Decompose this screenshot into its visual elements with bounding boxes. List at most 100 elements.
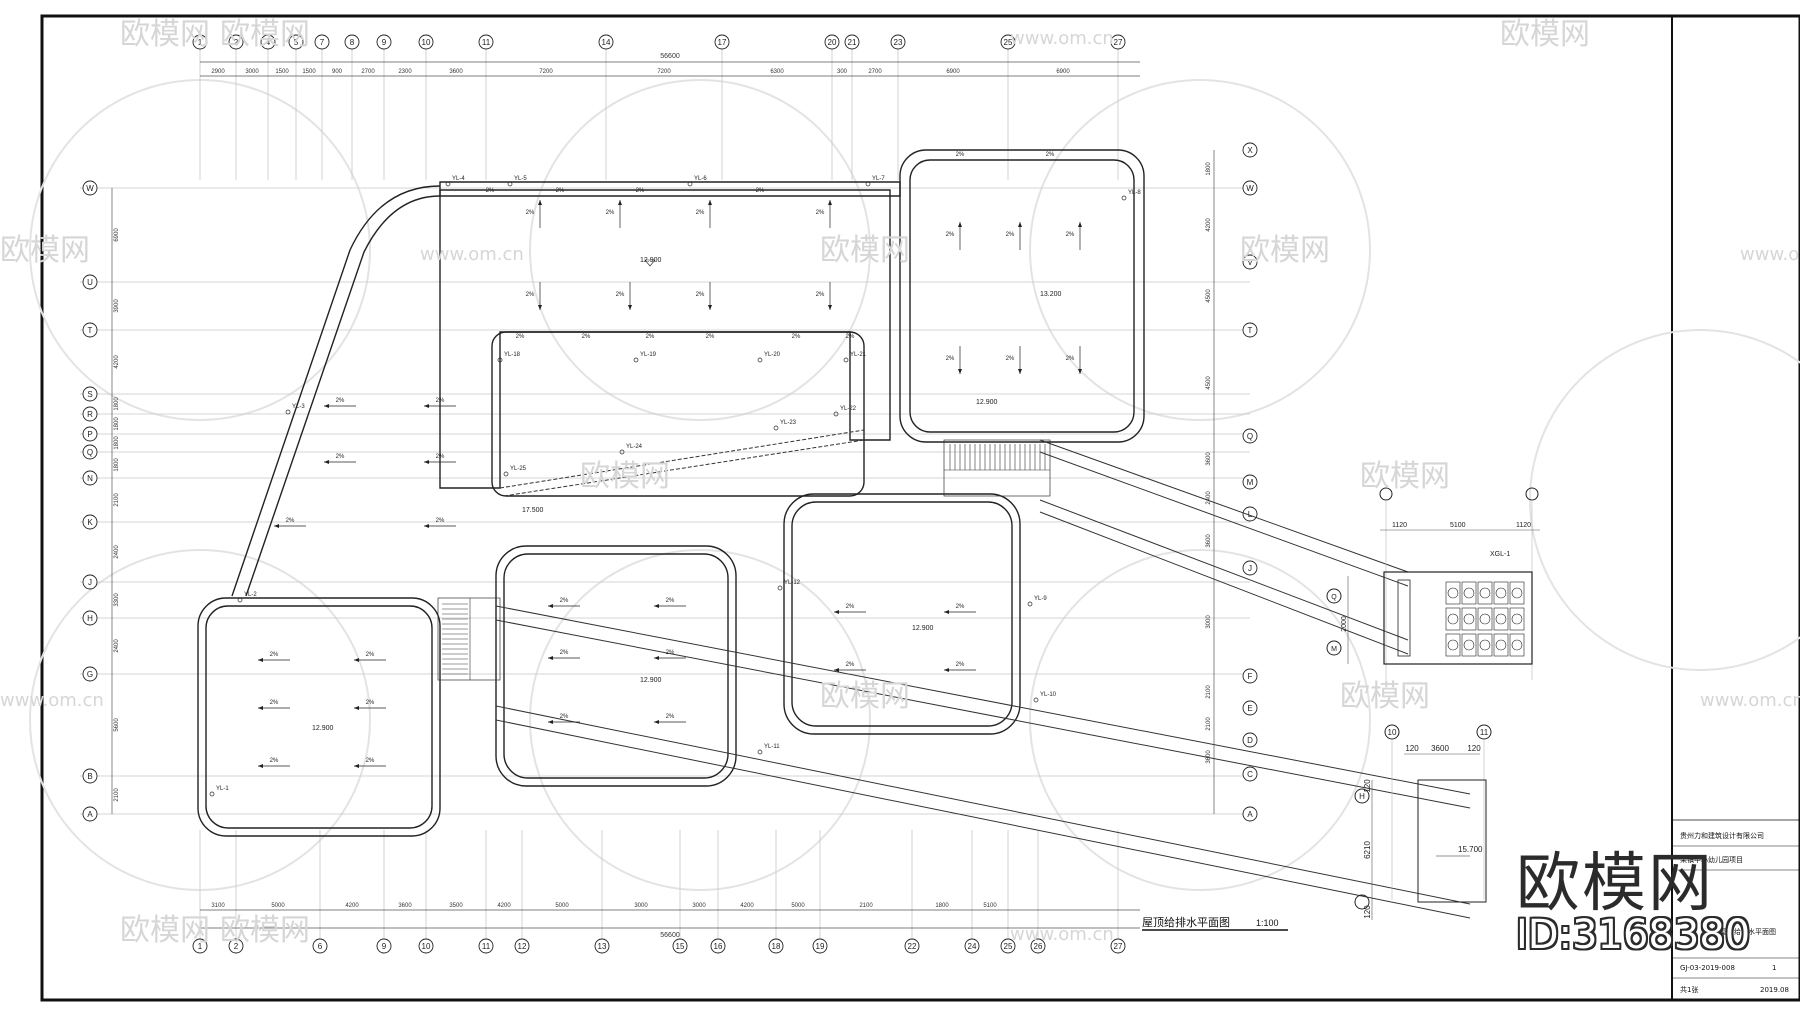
slope-arrow: 2% — [548, 650, 580, 660]
roof-b-elevation: 13.200 — [1040, 291, 1062, 298]
axis-right-L: L — [1242, 506, 1258, 522]
watermark-text: www.om.cn — [0, 690, 104, 711]
dim-bottom: 5100 — [983, 903, 997, 909]
watermark-arcs — [29, 79, 1800, 891]
axis-left-W: W — [82, 180, 98, 196]
axis-label: R — [87, 410, 93, 419]
slope-label: 2% — [516, 334, 525, 340]
dim-top: 2700 — [361, 69, 375, 75]
slope-label: 2% — [706, 334, 715, 340]
drain-label: YL-20 — [764, 352, 781, 358]
axis-label: 14 — [602, 38, 611, 47]
axis-label: T — [88, 326, 93, 335]
slope-label: 2% — [846, 334, 855, 340]
watermark-text: 欧模网 — [1340, 679, 1430, 714]
drain-YL-24: YL-24 — [619, 444, 643, 455]
drain-YL-4: YL-4 — [445, 176, 465, 187]
roof-band-top — [439, 181, 901, 197]
roof-d-inner — [503, 553, 729, 779]
axis-label: 25 — [1004, 942, 1013, 951]
title-block-sheet: 1 — [1772, 964, 1776, 972]
axis-right-J: J — [1242, 560, 1258, 576]
overall-dim-bottom: 56600 — [660, 932, 680, 939]
slope-label: 2% — [270, 758, 279, 764]
ramp-curve-outer — [231, 185, 441, 597]
axis-label: 27 — [1114, 942, 1123, 951]
axis-label: K — [87, 518, 93, 527]
slope-arrow: 2% — [834, 604, 866, 614]
slope-arrow: 2% — [258, 700, 290, 710]
axis-bottom-15: 15 — [672, 938, 688, 954]
axis-bottom-13: 13 — [594, 938, 610, 954]
drain-label: YL-1 — [216, 786, 229, 792]
axis-bottom-11: 11 — [478, 938, 494, 954]
slope-label: 2% — [666, 650, 675, 656]
watermark-text: 欧模网 — [580, 459, 670, 494]
axis-top-14: 14 — [598, 34, 614, 50]
axis-label: W — [1246, 184, 1254, 193]
dim-top: 1500 — [302, 69, 316, 75]
stair-hatch-right — [943, 439, 1051, 497]
slope-label: 2% — [366, 700, 375, 706]
dim-top: 900 — [332, 69, 343, 75]
slope-label: 2% — [366, 758, 375, 764]
dim-right: 3600 — [1206, 750, 1212, 764]
axis-bottom-6: 6 — [312, 938, 328, 954]
axis-label: 10 — [422, 38, 431, 47]
axis-label: A — [87, 810, 93, 819]
axis-left-N: N — [82, 470, 98, 486]
slope-label: 2% — [1066, 232, 1075, 238]
watermark-text: 欧模网 — [1360, 459, 1450, 494]
dim-right: 1800 — [1206, 162, 1212, 176]
axis-label: S — [87, 390, 92, 399]
axis-top-4: 4 — [260, 34, 276, 50]
slope-arrow: 2% — [1066, 222, 1082, 250]
slope-label: 2% — [636, 188, 645, 194]
slope-arrow: 2% — [526, 200, 542, 228]
axis-bottom-1: 1 — [192, 938, 208, 954]
watermark-text: 欧模网 — [0, 233, 90, 268]
tank-dim-b: 1120 — [1516, 522, 1531, 529]
drain-label: YL-12 — [784, 580, 801, 586]
drain-label: YL-9 — [1034, 596, 1047, 602]
dim-bottom: 4200 — [497, 903, 511, 909]
axis-label: C — [1247, 770, 1253, 779]
axis-top-21: 21 — [844, 34, 860, 50]
slope-arrow: 2% — [548, 714, 580, 724]
axis-label: F — [1248, 672, 1253, 681]
slope-label: 2% — [666, 714, 675, 720]
axis-bottom-12: 12 — [514, 938, 530, 954]
drain-YL-11: YL-11 — [757, 744, 780, 755]
detail-dim-mid: 3600 — [1431, 744, 1449, 753]
roof-b-outline — [899, 149, 1145, 443]
slope-arrow: 2% — [616, 282, 632, 310]
axis-label: 13 — [598, 942, 607, 951]
axis-label: N — [87, 474, 93, 483]
dim-bottom: 4200 — [740, 903, 754, 909]
roof-outlines — [197, 149, 1145, 837]
slope-arrow: 2% — [946, 222, 962, 250]
drain-label: YL-8 — [1128, 190, 1141, 196]
slope-arrow: 2% — [654, 598, 686, 608]
axis-left-R: R — [82, 406, 98, 422]
slope-arrow: 2% — [258, 758, 290, 768]
axis-label: H — [87, 614, 93, 623]
watermark-text: 欧模网 — [1500, 17, 1590, 52]
dim-bottom: 5000 — [271, 903, 285, 909]
axis-label: W — [86, 184, 94, 193]
axis-label: 15 — [676, 942, 685, 951]
slope-label: 2% — [436, 454, 445, 460]
dim-top: 3600 — [449, 69, 463, 75]
roof-d-elevation: 12.900 — [640, 677, 662, 684]
axis-bottom-19: 19 — [812, 938, 828, 954]
axis-label: 4 — [266, 38, 271, 47]
slope-label: 2% — [956, 662, 965, 668]
drain-YL-21: YL-21 — [843, 352, 867, 363]
dim-top: 300 — [837, 69, 848, 75]
dim-bottom: 3100 — [211, 903, 225, 909]
slope-arrow: 2% — [324, 454, 356, 464]
axis-right-E: E — [1242, 700, 1258, 716]
slope-arrow: 2% — [526, 282, 542, 310]
axis-right-D: D — [1242, 732, 1258, 748]
axis-top-27: 27 — [1110, 34, 1126, 50]
